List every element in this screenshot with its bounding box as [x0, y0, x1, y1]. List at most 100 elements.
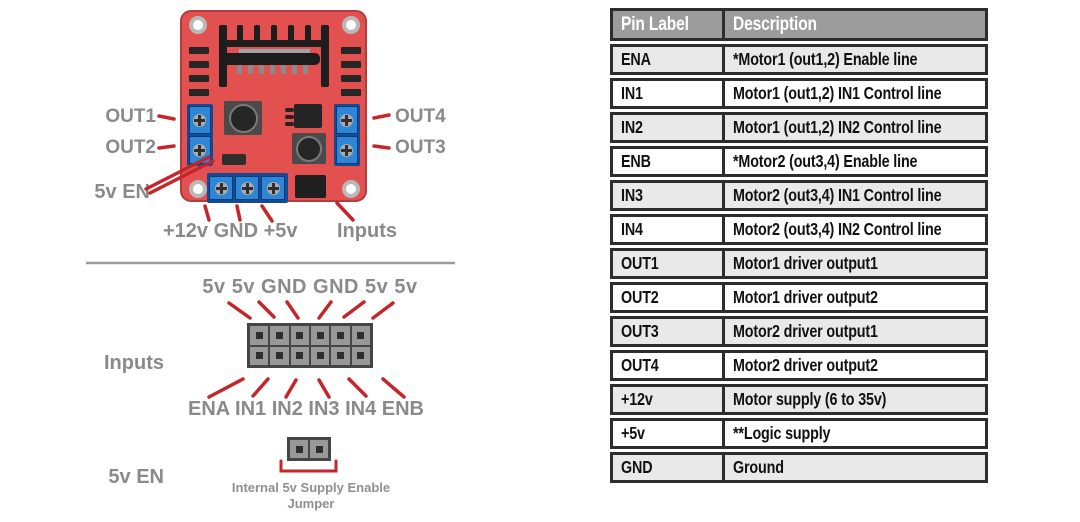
- power-terminal-block: [207, 173, 288, 203]
- resistor: [189, 75, 209, 82]
- out4-pointer: [372, 113, 391, 120]
- capacitor: [224, 101, 262, 135]
- fan-line: [381, 377, 406, 399]
- description-cell: Motor1 driver output2: [722, 282, 988, 313]
- header-bottom-pins-label: ENA IN1 IN2 IN3 IN4 ENB: [188, 398, 424, 420]
- fan-line: [371, 301, 395, 320]
- out2-label: OUT2: [105, 137, 156, 158]
- pin-label-cell: GND: [610, 452, 722, 483]
- pin: [351, 346, 370, 365]
- pin-label-cell: ENB: [610, 146, 722, 177]
- resistor: [341, 75, 361, 82]
- pin-label-cell: +12v: [610, 384, 722, 415]
- inputs-header-label: Inputs: [104, 352, 164, 374]
- description-cell: Motor2 (out3,4) IN2 Control line: [722, 214, 988, 245]
- jumper-caption: Internal 5v Supply Enable Jumper: [213, 480, 409, 512]
- screw-icon: [193, 144, 206, 157]
- screw-terminal-cell: [209, 176, 233, 200]
- voltage-regulator: [294, 104, 322, 128]
- regulator-leg: [285, 108, 294, 112]
- ic-metal-tab: [239, 49, 310, 54]
- screw-icon: [267, 182, 280, 195]
- mounting-hole: [189, 180, 207, 198]
- enable-jumper: [287, 437, 331, 461]
- out3-pointer: [372, 144, 391, 150]
- inputs-pointer: [335, 201, 355, 222]
- plus12v-pointer: [203, 204, 211, 222]
- description-cell: Motor supply (6 to 35v): [722, 384, 988, 415]
- input-pin-header: [247, 323, 373, 368]
- description-cell: *Motor2 (out3,4) Enable line: [722, 146, 988, 177]
- pin-label-cell: OUT1: [610, 248, 722, 279]
- fan-line: [227, 301, 252, 320]
- pin: [331, 326, 350, 345]
- resistor: [189, 61, 209, 68]
- resistor: [341, 89, 361, 96]
- out2-pointer: [157, 144, 176, 150]
- pin: [270, 326, 289, 345]
- pin: [250, 346, 269, 365]
- pin: [331, 346, 350, 365]
- pin-table: Pin Label Description ENA*Motor1 (out1,2…: [610, 5, 988, 486]
- fan-line: [257, 300, 276, 319]
- screw-terminal-cell: [261, 176, 285, 200]
- description-cell: **Logic supply: [722, 418, 988, 449]
- mounting-hole: [189, 16, 207, 34]
- pin: [290, 440, 308, 458]
- resistor: [341, 47, 361, 54]
- table-row: ENB*Motor2 (out3,4) Enable line: [610, 146, 988, 177]
- l298-ic: [222, 53, 320, 65]
- fan-line: [317, 300, 333, 320]
- screw-icon: [215, 182, 228, 195]
- power-pins-label: +12v GND +5v: [163, 220, 298, 242]
- out1-pointer: [157, 114, 176, 121]
- heatsink-tooth: [237, 25, 243, 45]
- out1-label: OUT1: [105, 106, 156, 127]
- regulator-leg: [285, 122, 294, 126]
- capacitor: [292, 133, 326, 164]
- out4-label: OUT4: [395, 106, 446, 127]
- pin: [351, 326, 370, 345]
- jumper-bracket: [279, 459, 338, 473]
- ic-pin: [281, 65, 286, 74]
- pin-label-cell: IN4: [610, 214, 722, 245]
- screw-icon: [241, 182, 254, 195]
- pin-label-cell: IN2: [610, 112, 722, 143]
- input-connector: [295, 175, 326, 198]
- pin-label-cell: +5v: [610, 418, 722, 449]
- plus5v-pointer: [260, 204, 274, 223]
- screw-icon: [193, 114, 206, 127]
- description-header: Description: [722, 8, 988, 41]
- table-row: +5v**Logic supply: [610, 418, 988, 449]
- fan-line: [342, 300, 366, 319]
- pin: [310, 440, 328, 458]
- jumper-caption-line1: Internal 5v Supply Enable: [231, 480, 391, 495]
- pin: [290, 346, 309, 365]
- ic-pin: [270, 65, 275, 74]
- pin: [250, 326, 269, 345]
- pin-label-cell: OUT3: [610, 316, 722, 347]
- pin: [311, 346, 330, 365]
- fan-line: [285, 300, 300, 320]
- heatsink-tooth: [288, 25, 294, 45]
- screw-icon: [340, 144, 353, 157]
- mounting-hole: [342, 180, 360, 198]
- fan-line: [317, 378, 331, 399]
- resistor: [189, 47, 209, 54]
- heatsink-tooth: [254, 25, 260, 45]
- heatsink-right-bar: [321, 25, 329, 87]
- ic-pin: [303, 65, 308, 74]
- description-cell: *Motor1 (out1,2) Enable line: [722, 44, 988, 75]
- board-5v-en-label: 5v EN: [94, 181, 150, 203]
- screw-terminal-cell: [336, 136, 358, 164]
- heatsink-tooth: [305, 25, 311, 45]
- out3-label: OUT3: [395, 137, 446, 158]
- board-inputs-label: Inputs: [337, 220, 397, 242]
- description-cell: Motor1 (out1,2) IN2 Control line: [722, 112, 988, 143]
